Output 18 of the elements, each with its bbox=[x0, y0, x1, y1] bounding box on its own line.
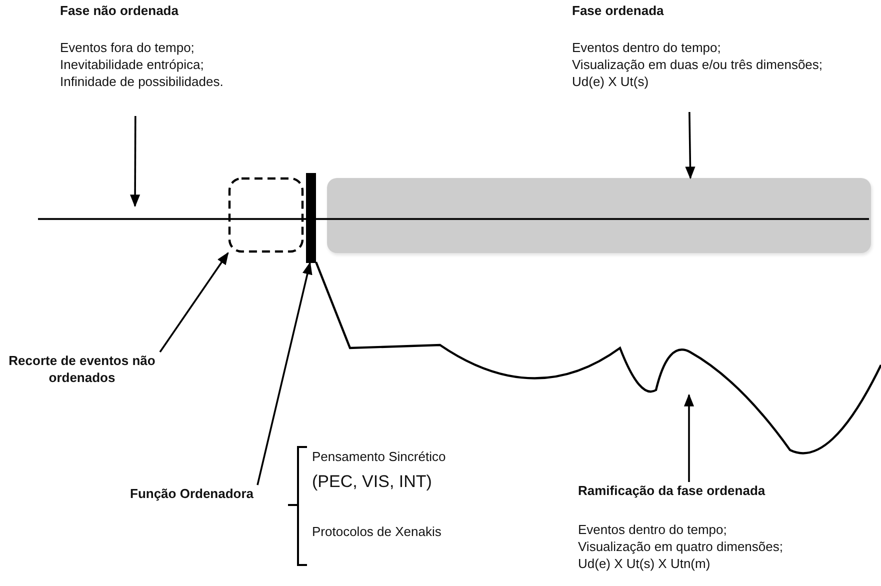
phase-heading: Ramificação da fase ordenada bbox=[578, 482, 766, 500]
ordering-bar bbox=[306, 173, 316, 263]
arrow bbox=[130, 116, 140, 208]
bracket-item: Protocolos de Xenakis bbox=[312, 524, 442, 539]
ordered-phase-band bbox=[327, 178, 871, 253]
callout-label: Recorte de eventos não ordenados bbox=[8, 352, 156, 386]
arrow bbox=[256, 262, 312, 486]
phase-description: Eventos fora do tempo; Inevitabilidade entrópica; Infinidade de possibilidades. bbox=[60, 39, 224, 91]
phase-heading: Fase não ordenada bbox=[60, 2, 180, 20]
arrow bbox=[684, 394, 694, 482]
phase-heading: Fase ordenada bbox=[572, 2, 665, 20]
phase-description: Eventos dentro do tempo; Visualização em quatro dimensões; Ud(e) X Ut(s) X Utn(m) bbox=[578, 521, 784, 573]
phase-description: Eventos dentro do tempo; Visualização em duas e/ou três dimensões; Ud(e) X Ut(s) bbox=[572, 39, 824, 91]
bracket-item: Pensamento Sincrético bbox=[312, 449, 446, 464]
callout-label: Função Ordenadora bbox=[130, 485, 255, 502]
arrow bbox=[159, 252, 229, 353]
bracket-item: (PEC, VIS, INT) bbox=[312, 472, 432, 492]
arrow bbox=[685, 112, 696, 180]
